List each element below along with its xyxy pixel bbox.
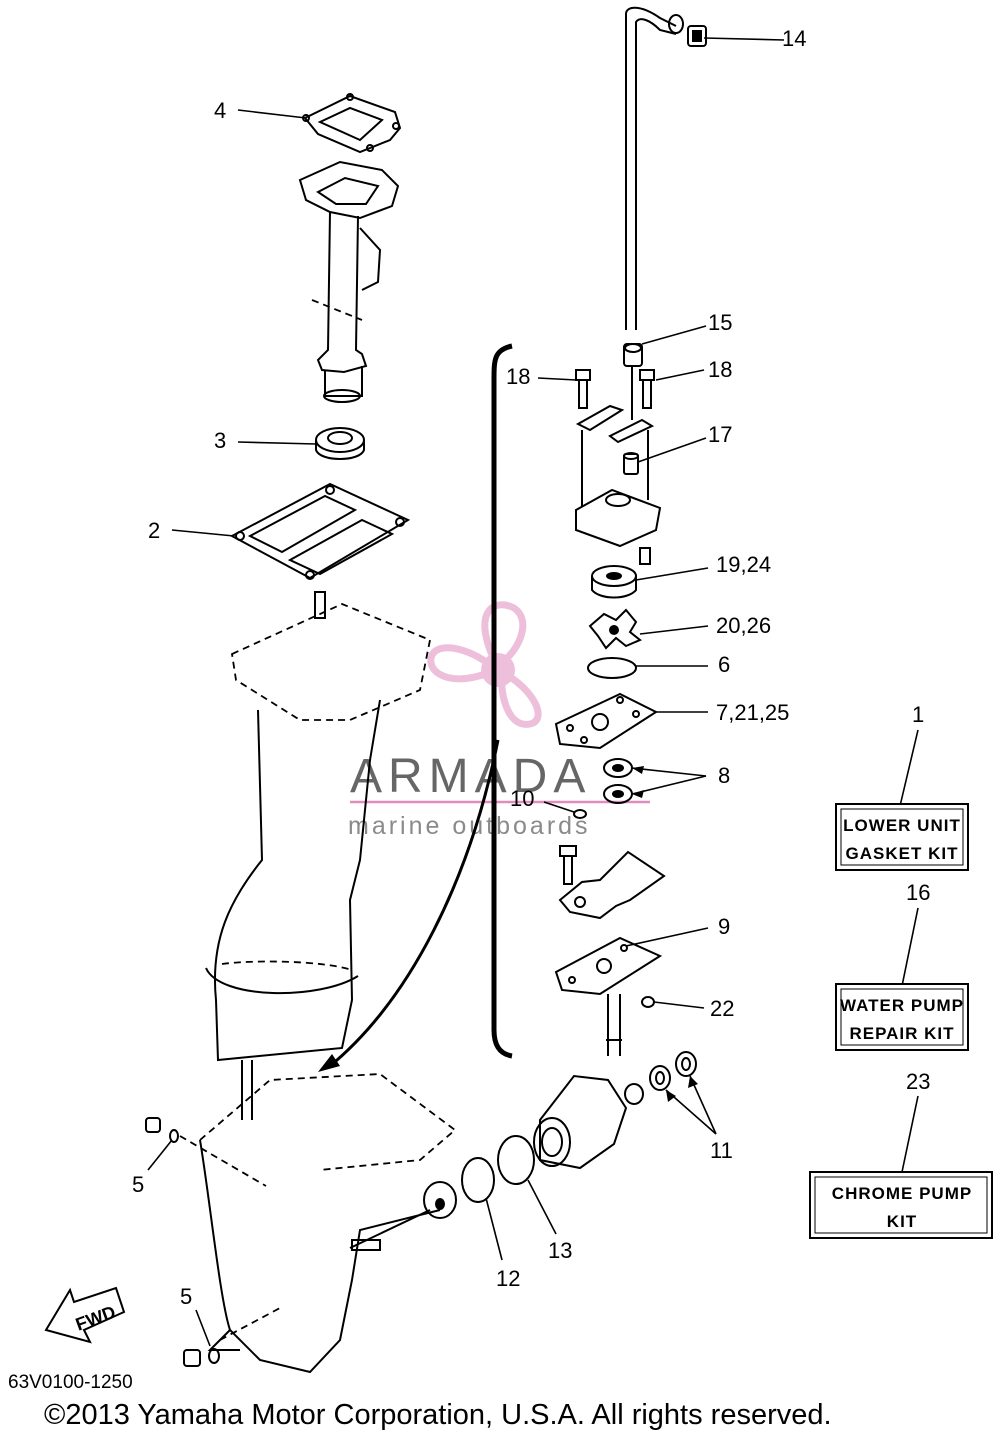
part-6-gasket: [587, 657, 637, 679]
callout-1: 1: [912, 702, 924, 727]
part-20-impeller: [588, 608, 642, 650]
propeller-shaft-bearing: [423, 1181, 457, 1219]
pump-housing: [575, 488, 662, 565]
watermark-brand: ARMADA: [350, 750, 591, 803]
leader-lines: [147, 37, 919, 1347]
callout-8: 8: [718, 763, 730, 788]
kit-box-chrome-pump: CHROME PUMP KIT: [809, 1171, 993, 1239]
callouts: 4 3 2 14 15 18 18 17 19,24 20,26 6 7,21,…: [132, 26, 930, 1309]
callout-6: 6: [718, 652, 730, 677]
callout-4: 4: [214, 98, 226, 123]
callout-10: 10: [510, 786, 534, 811]
callout-19-24: 19,24: [716, 552, 771, 577]
part-13-o-ring: [497, 1135, 535, 1185]
armada-watermark: ARMADA marine outboards: [348, 601, 650, 840]
part-8-oil-seals: [603, 758, 633, 804]
part-2-gasket: [229, 482, 411, 580]
kit-box-water-pump: WATER PUMP REPAIR KIT: [835, 983, 969, 1051]
assembly-arrow: [329, 739, 500, 1068]
callout-17: 17: [708, 422, 732, 447]
callout-18-left: 18: [506, 364, 530, 389]
water-pump-bracket: [491, 343, 513, 1059]
fwd-label: FWD: [73, 1302, 118, 1335]
kit-chrome-pump-line2: KIT: [887, 1212, 917, 1231]
callout-16: 16: [906, 880, 930, 905]
callout-23: 23: [906, 1069, 930, 1094]
callout-20-26: 20,26: [716, 613, 771, 638]
callout-13: 13: [548, 1238, 572, 1263]
part-9-gasket: [554, 936, 663, 996]
part-11-oil-seals: [624, 1051, 697, 1105]
callout-9: 9: [718, 914, 730, 939]
diagram-code: 63V0100-1250: [8, 1372, 133, 1393]
kit-chrome-pump-line1: CHROME PUMP: [832, 1184, 972, 1203]
callout-11: 11: [710, 1138, 733, 1163]
propeller-shaft-housing: [533, 1074, 628, 1170]
part-5-screw-lower: [183, 1348, 220, 1367]
part-7-outer-plate: [554, 692, 659, 750]
kit-box-lower-unit: LOWER UNIT GASKET KIT: [835, 803, 969, 871]
callout-5-lower: 5: [180, 1284, 192, 1309]
gear-case: [179, 1073, 457, 1374]
fwd-arrow: FWD: [44, 1286, 126, 1344]
kit-water-pump-line1: WATER PUMP: [840, 996, 964, 1015]
part-5-screw-upper: [145, 1117, 179, 1143]
lower-pump-housing: [558, 845, 666, 920]
callout-3: 3: [214, 428, 226, 453]
part-3-seal: [315, 427, 365, 460]
callout-7-21-25: 7,21,25: [716, 700, 789, 725]
part-12-o-ring: [461, 1157, 495, 1203]
pump-plates: [575, 404, 655, 506]
callout-12: 12: [496, 1266, 520, 1291]
copyright: ©2013 Yamaha Motor Corporation, U.S.A. A…: [44, 1399, 832, 1431]
propeller-logo: [427, 601, 542, 728]
part-4-gasket: [302, 93, 402, 154]
part-15-grommet: [623, 343, 643, 420]
part-17-insert: [623, 452, 639, 475]
part-19-cartridge: [591, 565, 637, 599]
callout-15: 15: [708, 310, 732, 335]
kit-lower-unit-line2: GASKET KIT: [846, 844, 959, 863]
kit-lower-unit-line1: LOWER UNIT: [843, 816, 961, 835]
callout-22: 22: [710, 996, 734, 1021]
part-10-o-ring: [573, 809, 587, 819]
exhaust-guide: [298, 160, 400, 403]
callout-2: 2: [148, 518, 160, 543]
watermark-tagline: marine outboards: [348, 812, 591, 840]
part-14-water-tube: [625, 6, 707, 330]
drive-shaft: [606, 994, 655, 1056]
callout-18-right: 18: [708, 357, 732, 382]
part-18-bolts: [575, 369, 655, 409]
callout-5-upper: 5: [132, 1172, 144, 1197]
drive-shaft-housing: [205, 591, 432, 1120]
callout-14: 14: [782, 26, 806, 51]
kit-water-pump-line2: REPAIR KIT: [849, 1024, 954, 1043]
